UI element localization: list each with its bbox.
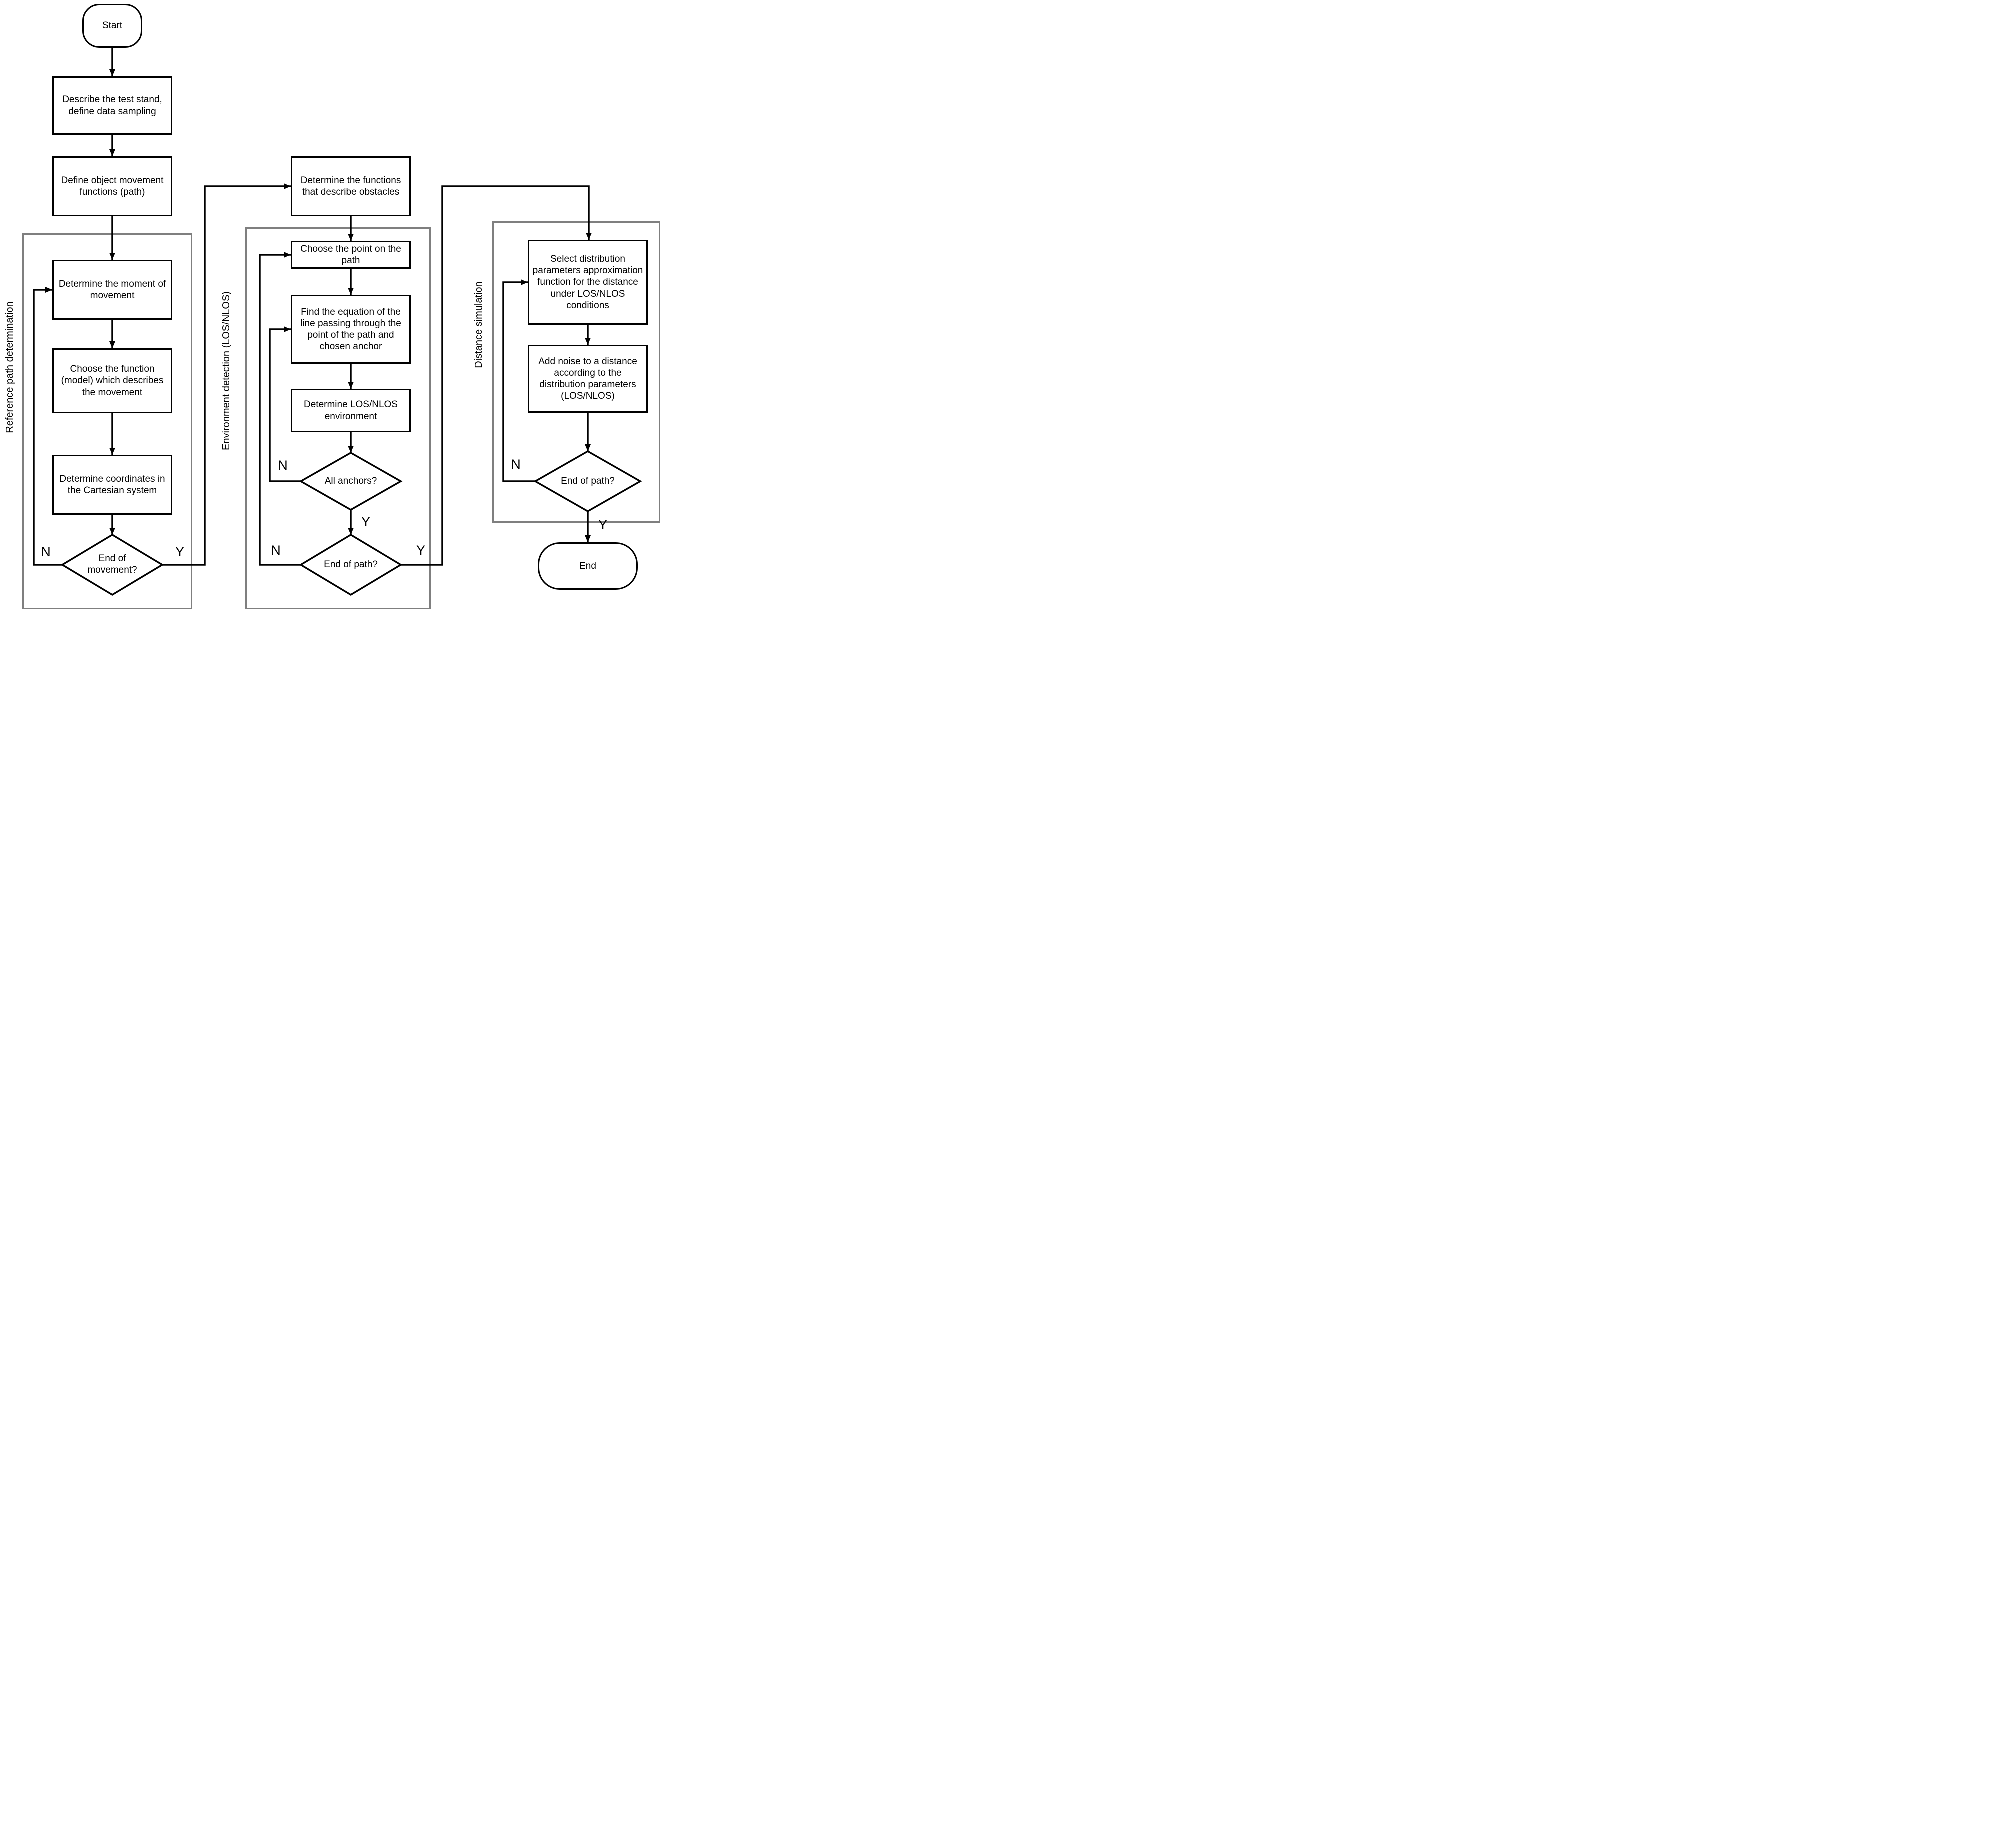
edge-end-of-path-no-loop: [259, 252, 301, 566]
group-environment-detection: [245, 227, 431, 609]
start-terminator: Start: [82, 4, 142, 48]
decision-end-of-movement-label: End of movement?: [87, 553, 137, 575]
edge-end-of-path2-no-loop: [502, 279, 535, 482]
decision-end-of-path-dist-label: End of path?: [561, 475, 615, 486]
process-determine-obstacle-functions: Determine the functions that describe ob…: [291, 156, 411, 216]
process-add-noise: Add noise to a distance according to the…: [528, 345, 648, 413]
decision-end-of-movement-shape: [60, 533, 164, 596]
group-label-reference-path: Reference path determination: [4, 301, 15, 433]
branch-label-no-end-of-movement: N: [41, 544, 51, 559]
branch-label-yes-all-anchors: Y: [361, 514, 370, 529]
decision-end-of-path-env-shape: [299, 533, 403, 596]
process-define-movement-functions: Define object movement functions (path): [52, 156, 172, 216]
edge-end-of-movement-yes-to-obstacles: [162, 183, 291, 566]
branch-label-no-all-anchors: N: [278, 457, 288, 473]
process-find-line-equation: Find the equation of the line passing th…: [291, 295, 411, 364]
decision-all-anchors-label: All anchors?: [324, 475, 377, 486]
branch-label-no-end-of-path-env: N: [271, 542, 281, 558]
branch-label-no-end-of-path-dist: N: [511, 456, 521, 472]
decision-end-of-path-dist-shape: [533, 450, 642, 513]
process-determine-los-nlos: Determine LOS/NLOS environment: [291, 389, 411, 432]
edge-end-of-path-yes-to-select: [401, 185, 592, 566]
process-choose-function-model: Choose the function (model) which descri…: [52, 348, 172, 413]
process-determine-coordinates: Determine coordinates in the Cartesian s…: [52, 455, 172, 515]
process-describe-test-stand: Describe the test stand, define data sam…: [52, 76, 172, 135]
flowchart-canvas: Reference path determination Environment…: [0, 0, 666, 616]
edge-end-of-movement-no-loop: [33, 287, 62, 566]
branch-label-yes-end-of-movement: Y: [175, 544, 184, 559]
process-select-distribution-parameters: Select distribution parameters approxima…: [528, 240, 648, 325]
process-determine-moment: Determine the moment of movement: [52, 260, 172, 320]
edge-all-anchors-no-loop: [269, 326, 301, 482]
group-label-environment-detection: Environment detection (LOS/NLOS): [221, 291, 232, 450]
decision-end-of-path-env-label: End of path?: [324, 559, 378, 570]
group-label-distance-simulation: Distance simulation: [473, 281, 484, 368]
group-distance-simulation: [492, 221, 660, 523]
connector-layer: [33, 48, 642, 596]
process-choose-point-on-path: Choose the point on the path: [291, 241, 411, 269]
decision-all-anchors-shape: [299, 451, 403, 511]
branch-label-yes-end-of-path-dist: Y: [598, 517, 607, 532]
end-terminator: End: [538, 542, 638, 590]
branch-label-yes-end-of-path-env: Y: [416, 542, 425, 558]
group-reference-path: [22, 233, 192, 609]
